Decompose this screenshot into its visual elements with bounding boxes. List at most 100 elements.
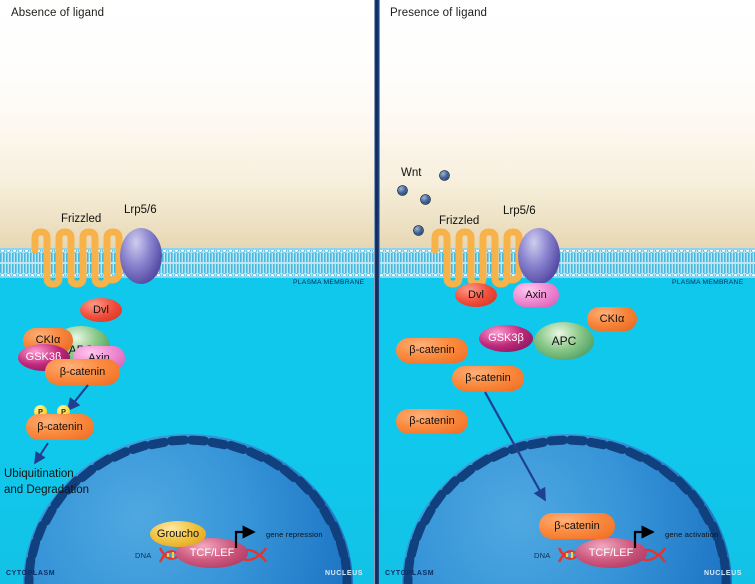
lipid-molecule	[306, 248, 311, 262]
lipid-molecule	[330, 248, 335, 262]
lipid-molecule	[715, 264, 720, 278]
lipid-molecule	[655, 248, 660, 262]
lipid-molecule	[192, 248, 197, 262]
lipid-molecule	[36, 264, 41, 278]
lipid-molecule	[427, 264, 432, 278]
lipid-molecule	[162, 248, 167, 262]
lipid-molecule	[751, 248, 755, 262]
phosphate-2-label-left: P	[60, 406, 66, 416]
cytoplasm-label-left: CYTOPLASM	[6, 570, 56, 577]
lipid-molecule	[637, 248, 642, 262]
lipid-molecule	[577, 248, 582, 262]
lipid-molecule	[294, 264, 299, 278]
lipid-molecule	[264, 264, 269, 278]
lipid-molecule	[12, 248, 17, 262]
lipid-molecule	[360, 248, 365, 262]
lipid-molecule	[6, 264, 11, 278]
lipid-molecule	[6, 248, 11, 262]
dvl-label-left: Dvl	[93, 303, 109, 316]
lipid-molecule	[583, 264, 588, 278]
lipid-molecule	[475, 264, 480, 278]
lipid-molecule	[619, 264, 624, 278]
lipid-molecule	[24, 264, 29, 278]
tcf-lef-label-right: TCF/LEF	[588, 546, 634, 559]
lipid-molecule	[186, 264, 191, 278]
lipid-molecule	[222, 264, 227, 278]
lipid-molecule	[276, 248, 281, 262]
lipid-molecule	[168, 264, 173, 278]
wnt-particle-3	[421, 195, 430, 204]
lipid-molecule	[739, 264, 744, 278]
axin-protein-right: Axin	[513, 283, 559, 307]
lipid-molecule	[475, 248, 480, 262]
lipid-molecule	[613, 264, 618, 278]
lipid-molecule	[439, 264, 444, 278]
lipid-molecule	[276, 264, 281, 278]
plasma-membrane-label-right: PLASMA MEMBRANE	[672, 279, 744, 286]
lipid-molecule	[727, 248, 732, 262]
lipid-molecule	[679, 264, 684, 278]
lipid-molecule	[294, 248, 299, 262]
lipid-molecule	[703, 264, 708, 278]
lipid-molecule	[649, 264, 654, 278]
lipid-molecule	[451, 248, 456, 262]
dna-label-left: DNA	[135, 551, 152, 560]
dvl-protein-left: Dvl	[80, 298, 122, 322]
lipid-molecule	[487, 264, 492, 278]
panel-presence-of-ligand: Wnt Frizzled Lrp5/6 PLASMA MEMBRANE Dvl …	[379, 0, 755, 584]
lipid-molecule	[595, 248, 600, 262]
lipid-molecule	[240, 264, 245, 278]
degradation-outcome-line2: and Degradation	[4, 484, 90, 496]
lipid-molecule	[661, 264, 666, 278]
lipid-molecule	[679, 248, 684, 262]
lipid-molecule	[318, 264, 323, 278]
lipid-molecule	[288, 264, 293, 278]
panel-title-right: Presence of ligand	[390, 7, 488, 19]
lipid-molecule	[192, 264, 197, 278]
arrow-nuclear-translocation-right	[484, 391, 546, 502]
lipid-molecule	[354, 248, 359, 262]
lipid-molecule	[703, 248, 708, 262]
beta-catenin-free-1-right: β-catenin	[396, 338, 468, 363]
beta-catenin-1-label-right: β-catenin	[409, 344, 455, 356]
groucho-protein-left: Groucho	[150, 521, 206, 547]
lipid-molecule	[168, 248, 173, 262]
lipid-molecule	[433, 264, 438, 278]
lrp56-label-right: Lrp5/6	[503, 205, 536, 217]
lipid-molecule	[312, 248, 317, 262]
gsk3b-label-left: GSK3β	[25, 351, 62, 363]
dna-label-right: DNA	[534, 551, 551, 560]
lipid-molecule	[685, 248, 690, 262]
lipid-molecule	[409, 248, 414, 262]
lipid-molecule	[228, 248, 233, 262]
dvl-protein-right: Dvl	[455, 283, 497, 307]
lipid-molecule	[252, 248, 257, 262]
lipid-molecule	[258, 264, 263, 278]
frizzled-label-left: Frizzled	[61, 213, 102, 225]
beta-catenin-complex-label-left: β-catenin	[59, 365, 106, 378]
lipid-molecule	[709, 248, 714, 262]
lipid-molecule	[379, 248, 384, 262]
arrow-degradation-left	[34, 442, 49, 465]
lipid-molecule	[234, 248, 239, 262]
lipid-molecule	[589, 248, 594, 262]
arrow-phosphorylation-left	[66, 384, 89, 412]
lipid-molecule	[180, 248, 185, 262]
lipid-molecule	[463, 248, 468, 262]
lipid-molecule	[421, 248, 426, 262]
lipid-molecule	[174, 264, 179, 278]
lipid-molecule	[162, 264, 167, 278]
lipid-molecule	[12, 264, 17, 278]
lipid-molecule	[409, 264, 414, 278]
wnt-particle-1	[440, 171, 449, 180]
lipid-molecule	[198, 248, 203, 262]
lipid-molecule	[607, 248, 612, 262]
lipid-molecule	[571, 248, 576, 262]
lipid-molecule	[342, 264, 347, 278]
beta-catenin-complex-left: β-catenin	[45, 359, 120, 385]
lipid-molecule	[613, 248, 618, 262]
lipid-molecule	[282, 264, 287, 278]
groucho-label-left: Groucho	[156, 527, 200, 540]
lipid-molecule	[649, 248, 654, 262]
lipid-molecule	[324, 264, 329, 278]
